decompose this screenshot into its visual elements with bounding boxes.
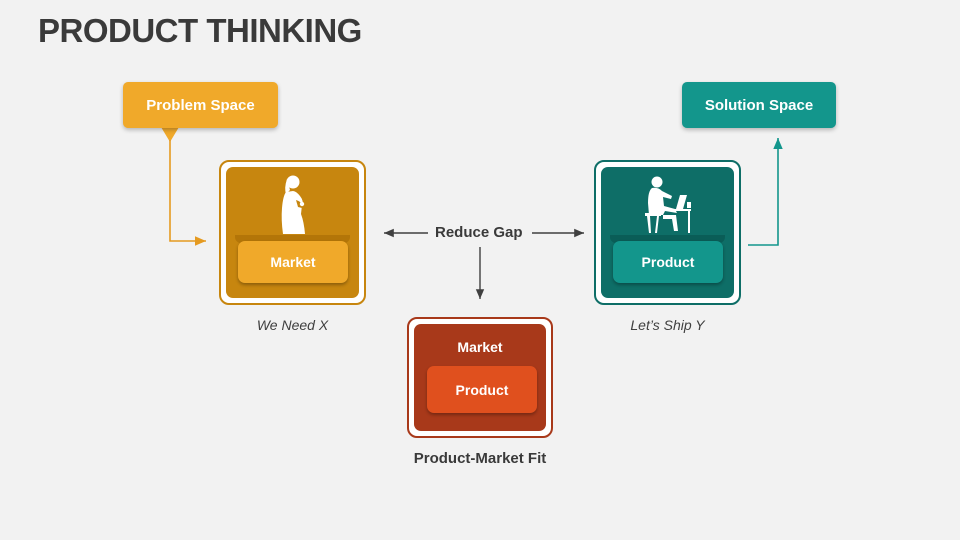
product-pocket: Product (613, 241, 723, 283)
fit-card-frame: Market Product (407, 317, 553, 438)
reduce-gap-label: Reduce Gap (435, 224, 523, 241)
page-title: PRODUCT THINKING (38, 12, 362, 49)
market-card: Market (226, 167, 359, 298)
fit-card: Market Product (414, 324, 546, 431)
market-card-frame: Market (219, 160, 366, 305)
product-card-frame: Product (594, 160, 741, 305)
fit-product-pocket: Product (427, 366, 537, 413)
woman-thinking-icon (281, 175, 305, 234)
fit-market-label: Market (457, 339, 503, 355)
problem-space-box: Problem Space (123, 82, 278, 128)
market-pocket-lip (235, 235, 350, 243)
product-caption: Let’s Ship Y (630, 317, 705, 333)
product-card: Product (601, 167, 734, 298)
person-at-laptop-icon (645, 176, 691, 233)
product-to-solution-arrow (748, 138, 783, 246)
market-pocket: Market (238, 241, 348, 283)
problem-pointer (161, 127, 179, 142)
market-caption: We Need X (256, 317, 329, 333)
fit-caption: Product-Market Fit (413, 450, 547, 467)
problem-to-market-arrow (169, 140, 206, 246)
product-pocket-lip (610, 235, 725, 243)
solution-space-box: Solution Space (682, 82, 836, 128)
